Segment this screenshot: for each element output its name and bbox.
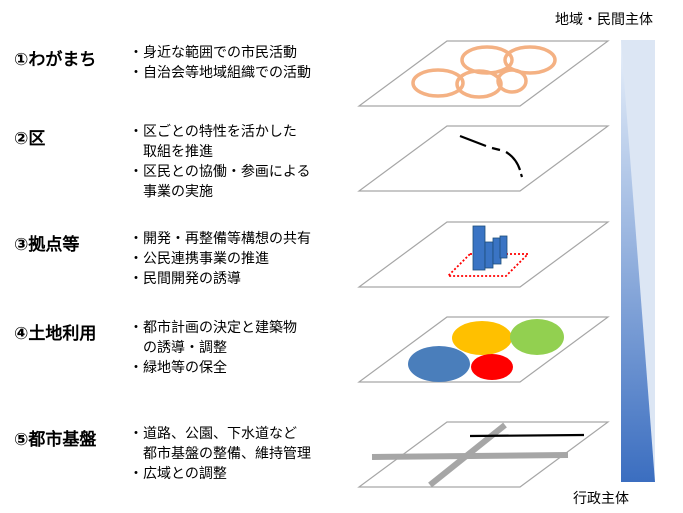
layer-plane-toshikiban xyxy=(357,421,610,488)
desc-line: ・自治会等地域組織での活動 xyxy=(129,65,311,81)
community-circle xyxy=(496,68,528,94)
layer-title-ku: ②区 xyxy=(14,129,46,149)
desc-line: ・公民連携事業の推進 xyxy=(129,251,269,267)
desc-line: ・区民との協働・参画による xyxy=(129,164,311,180)
district-area xyxy=(445,253,531,277)
layer-plane-kyoten xyxy=(357,221,610,288)
layer-desc-wagamachi: ・身近な範囲での市民活動 ・自治会等地域組織での活動 xyxy=(129,43,311,83)
layer-title-kyoten: ③拠点等 xyxy=(14,235,80,255)
layer-plane-tochiriyo xyxy=(357,316,610,383)
axis-top-label: 地域・民間主体 xyxy=(555,12,653,28)
desc-line: の誘導・調整 xyxy=(129,340,227,356)
building-icon xyxy=(472,225,508,271)
layer-plane-wagamachi xyxy=(357,40,610,107)
desc-line: ・道路、公園、下水道など xyxy=(129,426,297,442)
landuse-industrial xyxy=(471,354,513,380)
desc-line: ・開発・再整備等構想の共有 xyxy=(129,231,311,247)
layer-plane-ku xyxy=(357,125,610,192)
desc-line: ・区ごとの特性を活かした xyxy=(129,124,297,140)
landuse-green xyxy=(510,319,564,355)
ward-boundary xyxy=(459,134,524,178)
landuse-commercial xyxy=(452,321,512,355)
layer-title-wagamachi: ①わがまち xyxy=(14,50,97,70)
landuse-residential xyxy=(408,346,470,382)
axis-wedge xyxy=(621,40,655,482)
desc-line: ・身近な範囲での市民活動 xyxy=(129,45,297,61)
community-circle xyxy=(503,45,557,75)
desc-line: 都市基盤の整備、維持管理 xyxy=(129,446,311,462)
desc-line: ・緑地等の保全 xyxy=(129,360,227,376)
layer-title-tochiriyo: ④土地利用 xyxy=(14,324,97,344)
desc-line: ・民間開発の誘導 xyxy=(129,271,241,287)
desc-line: 事業の実施 xyxy=(129,184,213,200)
community-circle xyxy=(411,68,465,98)
community-circle xyxy=(455,69,503,99)
layer-title-toshikiban: ⑤都市基盤 xyxy=(14,430,97,450)
layer-desc-ku: ・区ごとの特性を活かした 取組を推進 ・区民との協働・参画による 事業の実施 xyxy=(129,122,310,202)
layer-desc-tochiriyo: ・都市計画の決定と建築物 の誘導・調整 ・緑地等の保全 xyxy=(129,318,297,378)
axis-bottom-label: 行政主体 xyxy=(573,491,629,507)
desc-line: ・都市計画の決定と建築物 xyxy=(129,320,297,336)
sewer-line xyxy=(469,433,585,438)
desc-line: 取組を推進 xyxy=(129,144,213,160)
layer-desc-kyoten: ・開発・再整備等構想の共有 ・公民連携事業の推進 ・民間開発の誘導 xyxy=(129,229,311,289)
desc-line: ・広域との調整 xyxy=(129,466,227,482)
layer-desc-toshikiban: ・道路、公園、下水道など 都市基盤の整備、維持管理 ・広域との調整 xyxy=(129,424,311,484)
